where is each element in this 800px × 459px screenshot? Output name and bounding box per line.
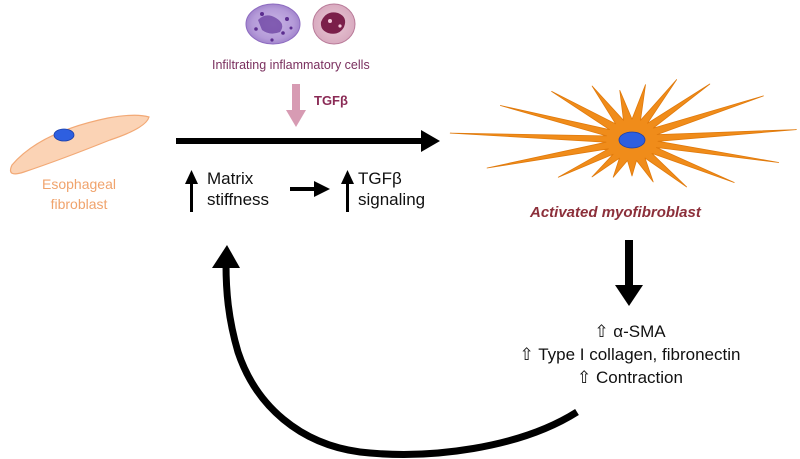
effect-collagen-fibronectin: ⇧ Type I collagen, fibronectin xyxy=(519,345,741,364)
esophageal-fibroblast-cell xyxy=(9,114,150,175)
effect-alpha-sma: ⇧ α-SMA xyxy=(594,322,666,341)
activation-arrow xyxy=(176,130,440,152)
tgfb-inflammatory-label: TGFβ xyxy=(314,93,348,108)
inflammatory-cells-label: Infiltrating inflammatory cells xyxy=(212,58,370,72)
activated-myofibroblast-cell xyxy=(449,79,797,188)
fibroblast-label: Esophageal fibroblast xyxy=(20,174,138,214)
matrix-to-signaling-arrow xyxy=(290,181,330,197)
fibroblast-label-line2: fibroblast xyxy=(50,196,108,212)
myofibroblast-body xyxy=(449,79,797,188)
inflammatory-cell-granular xyxy=(245,3,301,45)
fibroblast-nucleus xyxy=(53,128,75,142)
matrix-stiffness-line1: Matrix xyxy=(207,169,254,188)
myofibroblast-label: Activated myofibroblast xyxy=(530,204,701,221)
matrix-stiffness-line2: stiffness xyxy=(207,190,270,209)
signaling-up-arrow xyxy=(341,170,354,212)
tgfb-signaling-label: TGFβ signaling xyxy=(358,168,425,210)
myofibroblast-effects-arrow xyxy=(615,240,643,306)
myofibroblast-nucleus xyxy=(618,131,646,149)
matrix-up-arrow xyxy=(185,170,198,212)
inflammatory-cell-eosinophil xyxy=(312,3,356,45)
tgfb-signaling-line1: TGFβ xyxy=(358,169,402,188)
feedback-loop-arrow xyxy=(212,245,579,458)
tgfb-signaling-line2: signaling xyxy=(358,190,426,209)
myofibroblast-effects-list: ⇧ α-SMA ⇧ Type I collagen, fibronectin ⇧… xyxy=(480,320,780,389)
fibroblast-label-line1: Esophageal xyxy=(42,176,116,192)
tgfb-inflammatory-arrow xyxy=(286,84,306,127)
effect-contraction: ⇧ Contraction xyxy=(577,368,683,387)
matrix-stiffness-label: Matrix stiffness xyxy=(207,168,269,210)
